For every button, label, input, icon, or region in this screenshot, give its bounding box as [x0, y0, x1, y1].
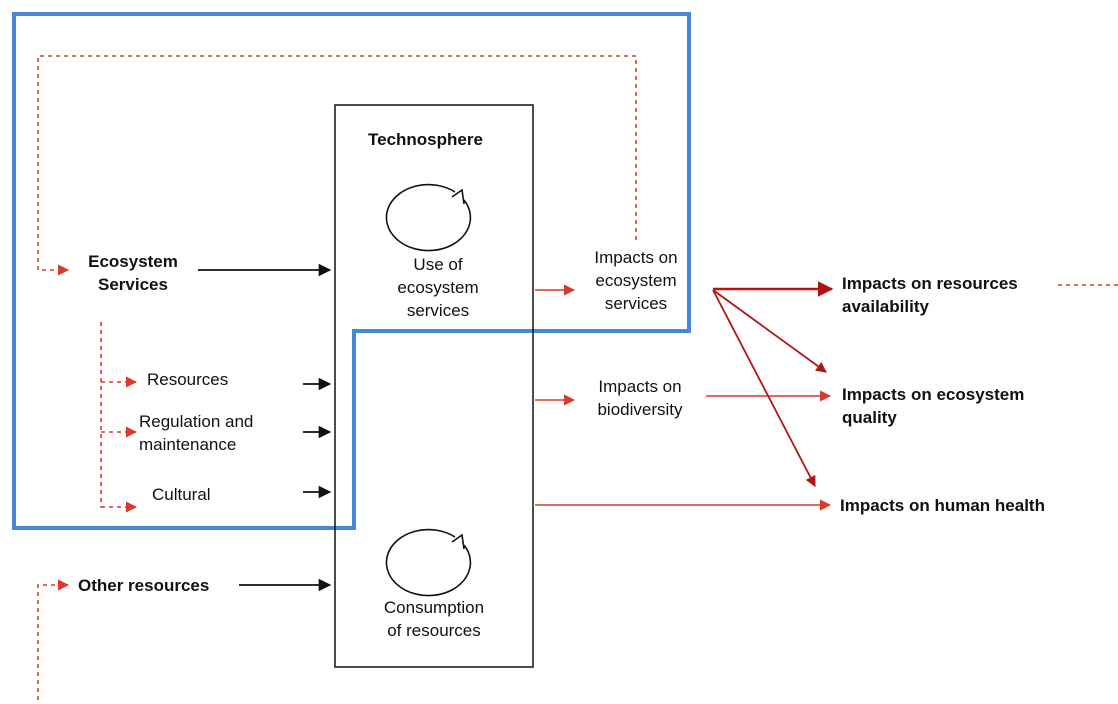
impacts-on-ecosystem-services-label: Impacts on ecosystem services: [594, 248, 678, 313]
technosphere-box: [334, 104, 534, 668]
impacts-on-biodiversity-label: Impacts on biodiversity: [597, 377, 683, 419]
other-resources-loop-in: [37, 579, 70, 700]
ecosystem-services-label: Ecosystem Services: [88, 252, 178, 294]
technosphere-title: Technosphere: [368, 130, 483, 149]
use-of-ecosystem-services-label: Use of ecosystem services: [397, 255, 479, 320]
other-resources-label: Other resources: [78, 576, 210, 595]
resources-label: Resources: [147, 370, 229, 389]
impacts-on-human-health-label: Impacts on human health: [840, 496, 1045, 515]
arrow-es-to-ecosystem-quality: [712, 289, 827, 373]
cultural-label: Cultural: [152, 485, 211, 504]
feedback-loop-ecosystem-services: [37, 55, 637, 276]
consumption-of-resources-label: Consumption of resources: [383, 598, 485, 640]
regulation-maintenance-label: Regulation and maintenance: [139, 412, 254, 454]
impacts-on-ecosystem-quality-label: Impacts on ecosystem quality: [842, 385, 1025, 427]
impacts-on-resources-availability-label: Impacts on resources availability: [842, 274, 1018, 316]
cycle-arrow-icon: [385, 183, 472, 252]
arrow-es-to-human-health: [712, 289, 816, 487]
ecosystem-boundary-frame: [12, 12, 691, 530]
cycle-arrow-icon: [385, 528, 472, 597]
